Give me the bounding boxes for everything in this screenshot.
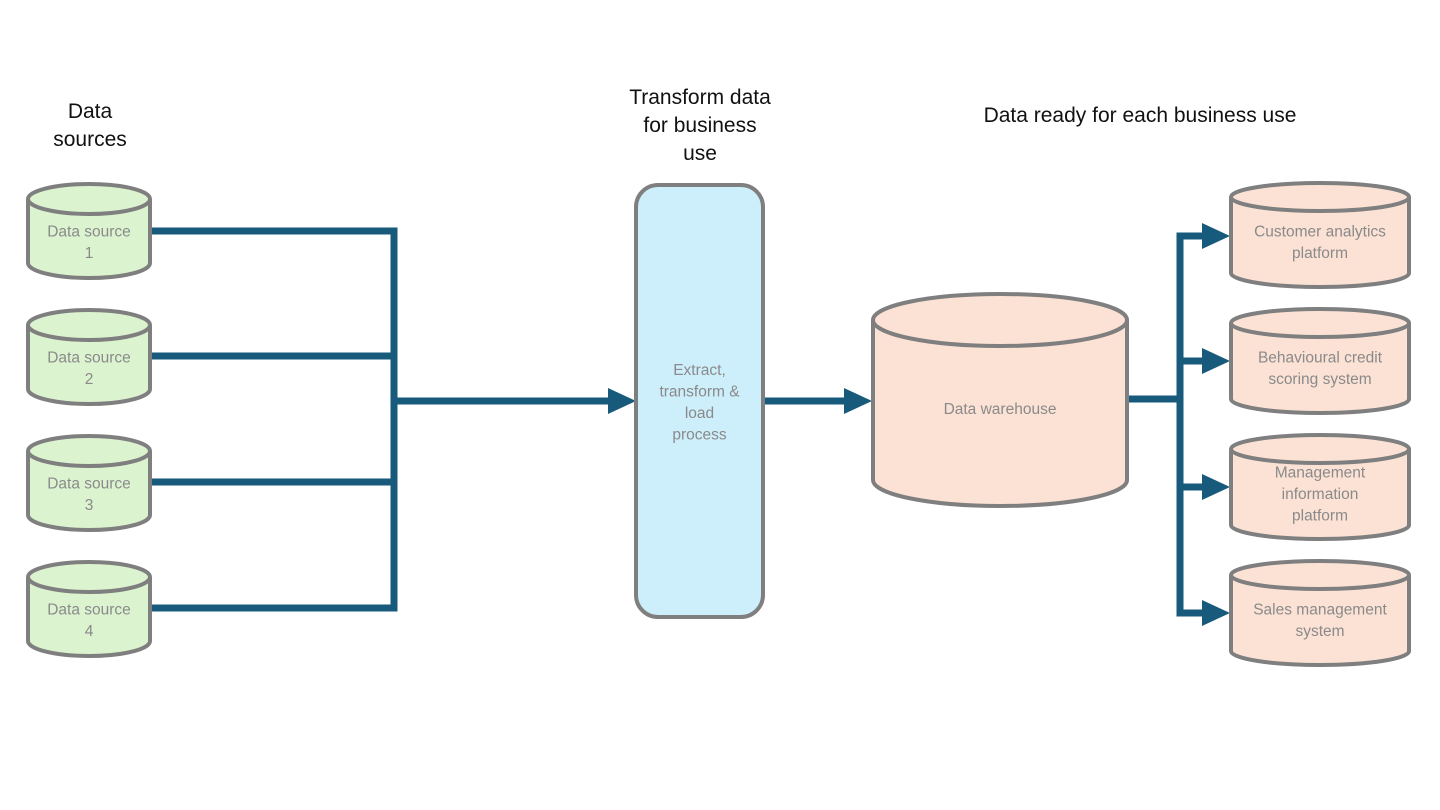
data-ready-heading: Data ready for each business use <box>983 104 1297 127</box>
etl-process-label-line: load <box>685 405 714 422</box>
data-source-2-top <box>26 308 152 342</box>
arrow-to-target-3-icon <box>1202 474 1230 500</box>
data-sources-heading: Data sources <box>53 100 127 151</box>
etl-process-label-line: transform & <box>659 383 740 400</box>
data-warehouse-body <box>871 320 1129 508</box>
data-source-4-body <box>26 577 152 658</box>
data-warehouse-label: Data warehouse <box>944 401 1057 418</box>
data-warehouse-label-line: Data warehouse <box>944 401 1057 418</box>
data-warehouse: Data warehouse <box>871 292 1129 508</box>
data-source-4-label: Data source 4 <box>47 601 131 640</box>
arrow-to-target-1-icon <box>1202 223 1230 249</box>
data-source-3-label-line: Data source <box>47 475 131 492</box>
data-source-2: Data source 2 <box>26 308 152 406</box>
data-source-1-label-line: 1 <box>85 245 94 262</box>
data-source-4-label-line: Data source <box>47 601 131 618</box>
data-source-2-label: Data source 2 <box>47 349 131 388</box>
target-system-2-label-line: scoring system <box>1268 371 1371 388</box>
target-system-2: Behavioural credit scoring system <box>1229 307 1411 415</box>
target-system-3-label: Management information platform <box>1275 465 1366 525</box>
target-system-4-label-line: system <box>1295 623 1344 640</box>
target-system-3-top <box>1229 433 1411 465</box>
data-source-1-top <box>26 182 152 216</box>
data-source-1-label: Data source 1 <box>47 223 131 262</box>
etl-process-label: Extract, transform & load process <box>659 362 740 444</box>
data-source-3-top <box>26 434 152 468</box>
etl-process-box: Extract, transform & load process <box>634 183 765 619</box>
target-system-1-top <box>1229 181 1411 213</box>
data-source-2-body <box>26 325 152 406</box>
target-system-1-label: Customer analytics platform <box>1254 223 1386 262</box>
target-system-3-label-line: Management <box>1275 465 1366 482</box>
data-source-4-top <box>26 560 152 594</box>
target-system-3: Management information platform <box>1229 433 1411 541</box>
target-system-4: Sales management system <box>1229 559 1411 667</box>
etl-process-label-line: Extract, <box>673 362 726 379</box>
target-system-1-body <box>1229 197 1411 289</box>
target-system-4-top <box>1229 559 1411 591</box>
data-source-3-body <box>26 451 152 532</box>
transform-heading: Transform data for business use <box>629 86 771 165</box>
target-system-1-label-line: Customer analytics <box>1254 223 1386 240</box>
arrow-to-warehouse-icon <box>844 388 872 414</box>
arrow-to-process-icon <box>608 388 636 414</box>
target-system-3-label-line: information <box>1282 486 1359 503</box>
data-source-3: Data source 3 <box>26 434 152 532</box>
data-source-1: Data source 1 <box>26 182 152 280</box>
target-system-4-label-line: Sales management <box>1253 601 1387 618</box>
data-source-4: Data source 4 <box>26 560 152 658</box>
connector-lines <box>150 227 1206 617</box>
arrow-to-target-4-icon <box>1202 600 1230 626</box>
target-system-2-top <box>1229 307 1411 339</box>
data-source-3-label: Data source 3 <box>47 475 131 514</box>
target-system-3-label-line: platform <box>1292 508 1348 525</box>
target-system-4-body <box>1229 575 1411 667</box>
target-system-3-body <box>1229 449 1411 541</box>
data-source-3-label-line: 3 <box>85 497 94 514</box>
data-source-1-body <box>26 199 152 280</box>
etl-process-shape <box>634 183 765 619</box>
data-source-2-label-line: 2 <box>85 371 94 388</box>
target-system-1: Customer analytics platform <box>1229 181 1411 289</box>
data-source-1-label-line: Data source <box>47 223 131 240</box>
target-system-4-label: Sales management system <box>1253 601 1387 640</box>
target-system-2-label: Behavioural credit scoring system <box>1258 349 1383 388</box>
etl-process-label-line: process <box>672 426 727 443</box>
data-source-2-label-line: Data source <box>47 349 131 366</box>
data-warehouse-top <box>871 292 1129 348</box>
data-source-4-label-line: 4 <box>85 623 94 640</box>
target-system-1-label-line: platform <box>1292 245 1348 262</box>
target-system-2-body <box>1229 323 1411 415</box>
target-system-2-label-line: Behavioural credit <box>1258 349 1383 366</box>
arrow-to-target-2-icon <box>1202 348 1230 374</box>
